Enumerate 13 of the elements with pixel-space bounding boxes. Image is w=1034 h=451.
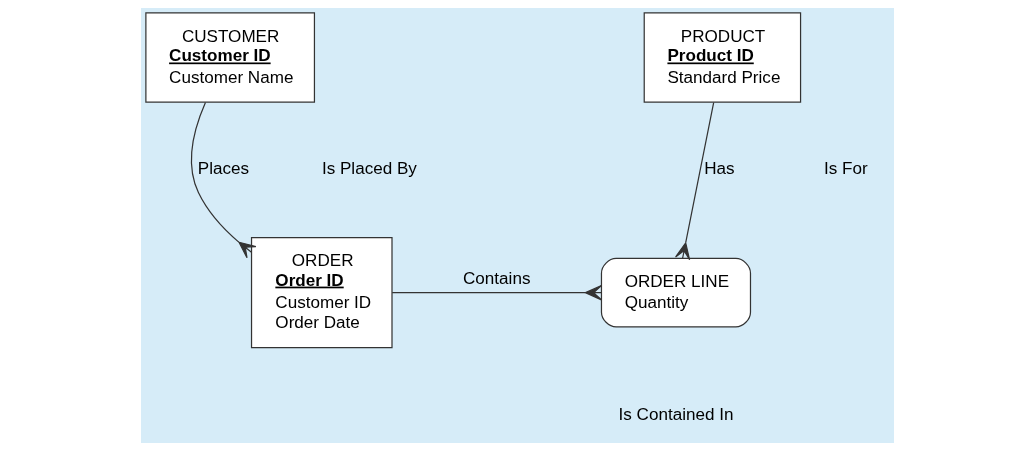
label: Is For [823, 159, 868, 179]
edge-label: Has [703, 159, 735, 179]
node-box: ORDER Order ID Customer ID Order Date [250, 237, 393, 349]
edge-label: Places [197, 159, 249, 179]
node-box: ORDER LINE Quantity [600, 257, 751, 328]
label: Is Placed By [321, 159, 417, 179]
connector [391, 284, 602, 301]
connector [674, 101, 714, 261]
label: Is Contained In [618, 404, 733, 424]
node-box: CUSTOMER Customer ID Customer Name [144, 12, 315, 103]
connector [190, 101, 256, 259]
edge-label: Contains [462, 269, 530, 289]
node-box: PRODUCT Product ID Standard Price [643, 12, 801, 103]
